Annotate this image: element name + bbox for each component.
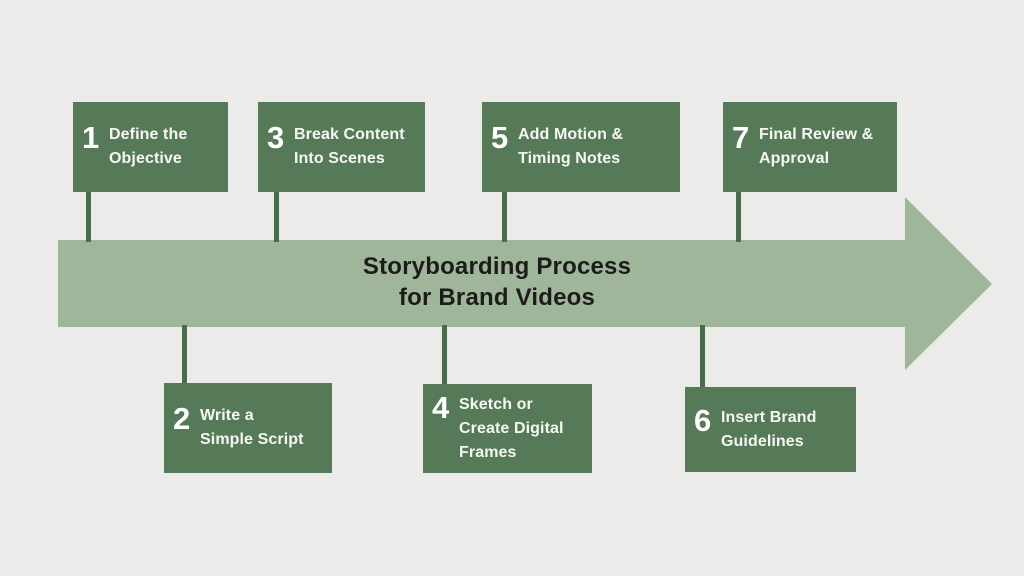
step-label-line: Into Scenes <box>294 150 385 167</box>
timeline-bar <box>58 240 906 327</box>
step-label-line: Approval <box>759 150 830 167</box>
arrow-head <box>905 197 992 370</box>
connector-step-7 <box>736 191 741 242</box>
step-box-2: 2 Write a Simple Script <box>164 383 332 473</box>
diagram-title: Storyboarding Process for Brand Videos <box>297 251 697 313</box>
step-label-line: Break Content <box>294 126 405 143</box>
step-label-line: Define the <box>109 126 188 143</box>
step-label-line: Create Digital <box>459 419 564 437</box>
step-label-line: Insert Brand <box>721 408 817 426</box>
step-box-7: 7 Final Review & Approval <box>723 102 897 192</box>
step-label-line: Timing Notes <box>518 150 621 167</box>
step-label-line: Simple Script <box>200 431 304 448</box>
connector-step-1 <box>86 191 91 242</box>
step-label: Write a Simple Script <box>200 404 304 452</box>
step-label-line: Guidelines <box>721 432 804 450</box>
step-label-line: Sketch or <box>459 395 533 413</box>
step-number: 4 <box>432 389 450 425</box>
step-number: 3 <box>267 120 285 155</box>
connector-step-6 <box>700 325 705 389</box>
connector-step-3 <box>274 191 279 242</box>
diagram-title-line-1: Storyboarding Process <box>362 253 632 280</box>
step-number: 2 <box>173 401 191 436</box>
diagram-title-line-2: for Brand Videos <box>398 284 596 311</box>
step-number: 5 <box>491 120 509 155</box>
step-label: Final Review & Approval <box>759 123 873 171</box>
step-box-5: 5 Add Motion & Timing Notes <box>482 102 680 192</box>
step-number: 6 <box>694 402 712 438</box>
step-label-line: Write a <box>200 407 254 424</box>
step-number: 1 <box>82 120 100 155</box>
connector-step-4 <box>442 325 447 386</box>
connector-step-2 <box>182 325 187 385</box>
step-label-line: Final Review & <box>759 126 874 143</box>
step-label-line: Objective <box>109 150 182 167</box>
connector-step-5 <box>502 191 507 242</box>
step-label-line: Frames <box>459 443 517 461</box>
step-label-line: Add Motion & <box>518 126 624 143</box>
step-label: Add Motion & Timing Notes <box>518 123 623 171</box>
step-number: 7 <box>732 120 750 155</box>
